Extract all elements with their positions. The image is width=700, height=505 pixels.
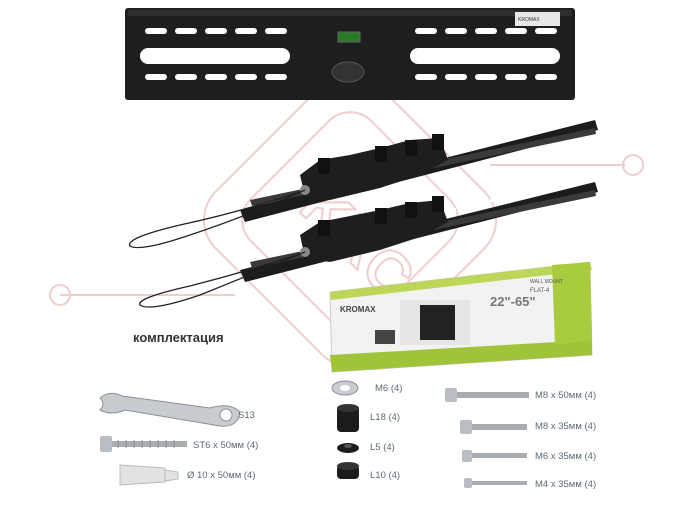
part-label-m8x50: M8 x 50мм (4) [535, 390, 597, 401]
screw-st6-icon [100, 436, 187, 452]
spacer-l10-icon [337, 462, 359, 479]
part-label-l5: L5 (4) [370, 442, 395, 453]
spacer-l5-icon [337, 443, 359, 453]
part-label-m8x35: M8 x 35мм (4) [535, 421, 597, 432]
part-label-l18: L18 (4) [370, 412, 401, 423]
part-label-l10: L10 (4) [370, 470, 401, 481]
bolt-m8x50-icon [445, 388, 529, 402]
part-label-m4x35: M4 x 35мм (4) [535, 479, 597, 490]
box-size-range: 22"-65" [490, 294, 536, 309]
wall-plate: KROMAX [125, 8, 575, 100]
part-label-anchor: Ø 10 x 50мм (4) [187, 470, 256, 481]
box-model: FLAT-4 [530, 288, 550, 294]
wrench-icon [99, 392, 241, 427]
box-title: WALL MOUNT [530, 279, 563, 285]
part-label-m6: M6 (4) [375, 383, 403, 394]
spacer-l18-icon [337, 404, 359, 432]
box-brand: KROMAX [340, 305, 376, 314]
bolt-m6x35-icon [462, 450, 527, 462]
mount-arm-upper [129, 120, 598, 249]
wall-anchor-icon [119, 464, 179, 486]
mount-arm-lower [139, 182, 598, 308]
part-label-st6: ST6 x 50мм (4) [193, 440, 259, 451]
part-label-m6x35: M6 x 35мм (4) [535, 451, 597, 462]
bolt-m8x35-icon [460, 420, 527, 434]
kit-contents-heading: комплектация [133, 330, 224, 345]
bolt-m4x35-icon [464, 478, 527, 488]
plate-sticker-text: KROMAX [518, 17, 540, 23]
part-label-wrench: S13 [238, 410, 255, 421]
washer-icon [331, 380, 359, 396]
product-box: KROMAX 22"-65" WALL MOUNT FLAT-4 [329, 261, 593, 373]
